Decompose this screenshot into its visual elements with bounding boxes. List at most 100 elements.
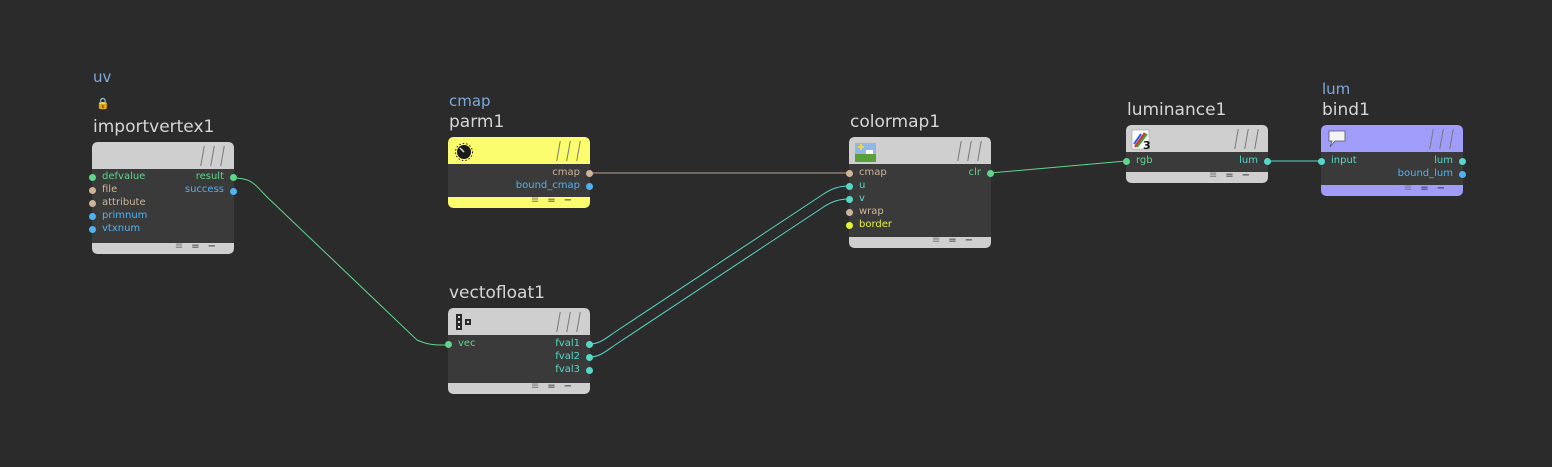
output-port[interactable]: bound_cmap	[515, 180, 580, 191]
equals-icon[interactable]: =	[1225, 170, 1242, 181]
output-port[interactable]: fval1	[555, 338, 580, 349]
flags-icon[interactable]	[198, 146, 228, 166]
input-connector[interactable]	[89, 174, 96, 181]
equals-icon[interactable]: =	[191, 241, 208, 252]
wire-fval2-to-v[interactable]	[589, 198, 850, 358]
flags-icon[interactable]	[554, 141, 584, 161]
list-icon[interactable]: ≡	[931, 235, 949, 246]
output-connector[interactable]	[586, 354, 593, 361]
input-port[interactable]: vec	[458, 338, 476, 349]
output-connector[interactable]	[230, 188, 237, 195]
input-port[interactable]: defvalue	[102, 171, 146, 182]
input-port[interactable]: cmap	[859, 167, 887, 178]
input-connector[interactable]	[846, 209, 853, 216]
flags-icon[interactable]	[554, 312, 584, 332]
input-connector[interactable]	[89, 213, 96, 220]
node-footer: ≡=−	[448, 195, 590, 208]
node-title[interactable]: parm1	[449, 112, 505, 132]
input-connector[interactable]	[1123, 158, 1130, 165]
input-port[interactable]: u	[859, 180, 866, 191]
output-port[interactable]: lum	[1239, 155, 1258, 166]
node-header[interactable]	[92, 142, 234, 169]
equals-icon[interactable]: =	[547, 381, 564, 392]
node-header[interactable]	[849, 137, 991, 164]
node-footer: ≡=−	[448, 381, 590, 394]
minus-icon[interactable]: −	[563, 195, 580, 206]
input-port[interactable]: vtxnum	[102, 223, 141, 234]
input-port[interactable]: file	[102, 184, 118, 195]
output-port[interactable]: clr	[968, 167, 981, 178]
node-footer: ≡=−	[849, 235, 991, 248]
node-title[interactable]: bind1	[1322, 100, 1370, 120]
output-port[interactable]: bound_lum	[1397, 168, 1453, 179]
output-connector[interactable]	[987, 170, 994, 177]
node-header[interactable]	[1321, 125, 1463, 152]
input-port[interactable]: attribute	[102, 197, 146, 208]
lock-icon[interactable]: 🔒	[96, 97, 110, 110]
input-port[interactable]: rgb	[1136, 155, 1153, 166]
minus-icon[interactable]: −	[964, 235, 981, 246]
equals-icon[interactable]: =	[948, 235, 965, 246]
input-connector[interactable]	[89, 187, 96, 194]
input-connector[interactable]	[846, 196, 853, 203]
input-port[interactable]: border	[859, 219, 893, 230]
input-connector[interactable]	[846, 183, 853, 190]
output-port[interactable]: fval3	[555, 364, 580, 375]
node-sublabel: cmap	[449, 92, 491, 110]
list-icon[interactable]: ≡	[1403, 183, 1421, 194]
list-icon[interactable]: ≡	[174, 241, 192, 252]
output-connector[interactable]	[1459, 158, 1466, 165]
output-port[interactable]: result	[195, 171, 224, 182]
input-connector[interactable]	[89, 200, 96, 207]
output-connector[interactable]	[1459, 171, 1466, 178]
input-connector[interactable]	[846, 170, 853, 177]
flags-icon[interactable]	[955, 141, 985, 161]
flags-icon[interactable]	[1232, 129, 1262, 149]
node-footer: ≡=−	[1126, 170, 1268, 183]
output-connector[interactable]	[1264, 158, 1271, 165]
wire-fval1-to-u[interactable]	[589, 185, 850, 345]
node-header[interactable]	[448, 308, 590, 335]
list-icon[interactable]: ≡	[530, 195, 548, 206]
output-connector[interactable]	[586, 170, 593, 177]
equals-icon[interactable]: =	[1420, 183, 1437, 194]
input-port[interactable]: primnum	[102, 210, 148, 221]
node-sublabel: uv	[93, 68, 112, 86]
output-port[interactable]: cmap	[552, 167, 580, 178]
node-title[interactable]: luminance1	[1127, 100, 1227, 120]
wire-result-to-vec[interactable]	[232, 177, 450, 346]
output-connector[interactable]	[230, 174, 237, 181]
input-port[interactable]: v	[859, 193, 865, 204]
output-connector[interactable]	[586, 367, 593, 374]
output-connector[interactable]	[586, 183, 593, 190]
input-connector[interactable]	[1318, 158, 1325, 165]
flags-icon[interactable]	[1427, 129, 1457, 149]
node-title[interactable]: colormap1	[850, 112, 941, 132]
input-port[interactable]: input	[1331, 155, 1357, 166]
node-footer: ≡=−	[1321, 183, 1463, 196]
minus-icon[interactable]: −	[1241, 170, 1258, 181]
node-sublabel: lum	[1322, 80, 1351, 98]
node-footer: ≡=−	[92, 241, 234, 254]
wire-clr-to-rgb[interactable]	[989, 160, 1127, 174]
input-connector[interactable]	[445, 341, 452, 348]
output-port[interactable]: success	[184, 184, 224, 195]
input-port[interactable]: wrap	[859, 206, 884, 217]
list-icon[interactable]: ≡	[1208, 170, 1226, 181]
node-title[interactable]: vectofloat1	[449, 283, 545, 303]
minus-icon[interactable]: −	[563, 381, 580, 392]
node-header[interactable]	[448, 137, 590, 164]
input-connector[interactable]	[846, 222, 853, 229]
equals-icon[interactable]: =	[547, 195, 564, 206]
minus-icon[interactable]: −	[207, 241, 224, 252]
list-icon[interactable]: ≡	[530, 381, 548, 392]
node-title[interactable]: importvertex1	[93, 117, 215, 137]
node-header[interactable]: 3	[1126, 125, 1268, 152]
vector-split-icon	[456, 314, 471, 330]
minus-icon[interactable]: −	[1436, 183, 1453, 194]
input-connector[interactable]	[89, 226, 96, 233]
output-port[interactable]: lum	[1434, 155, 1453, 166]
output-port[interactable]: fval2	[555, 351, 580, 362]
output-connector[interactable]	[586, 341, 593, 348]
